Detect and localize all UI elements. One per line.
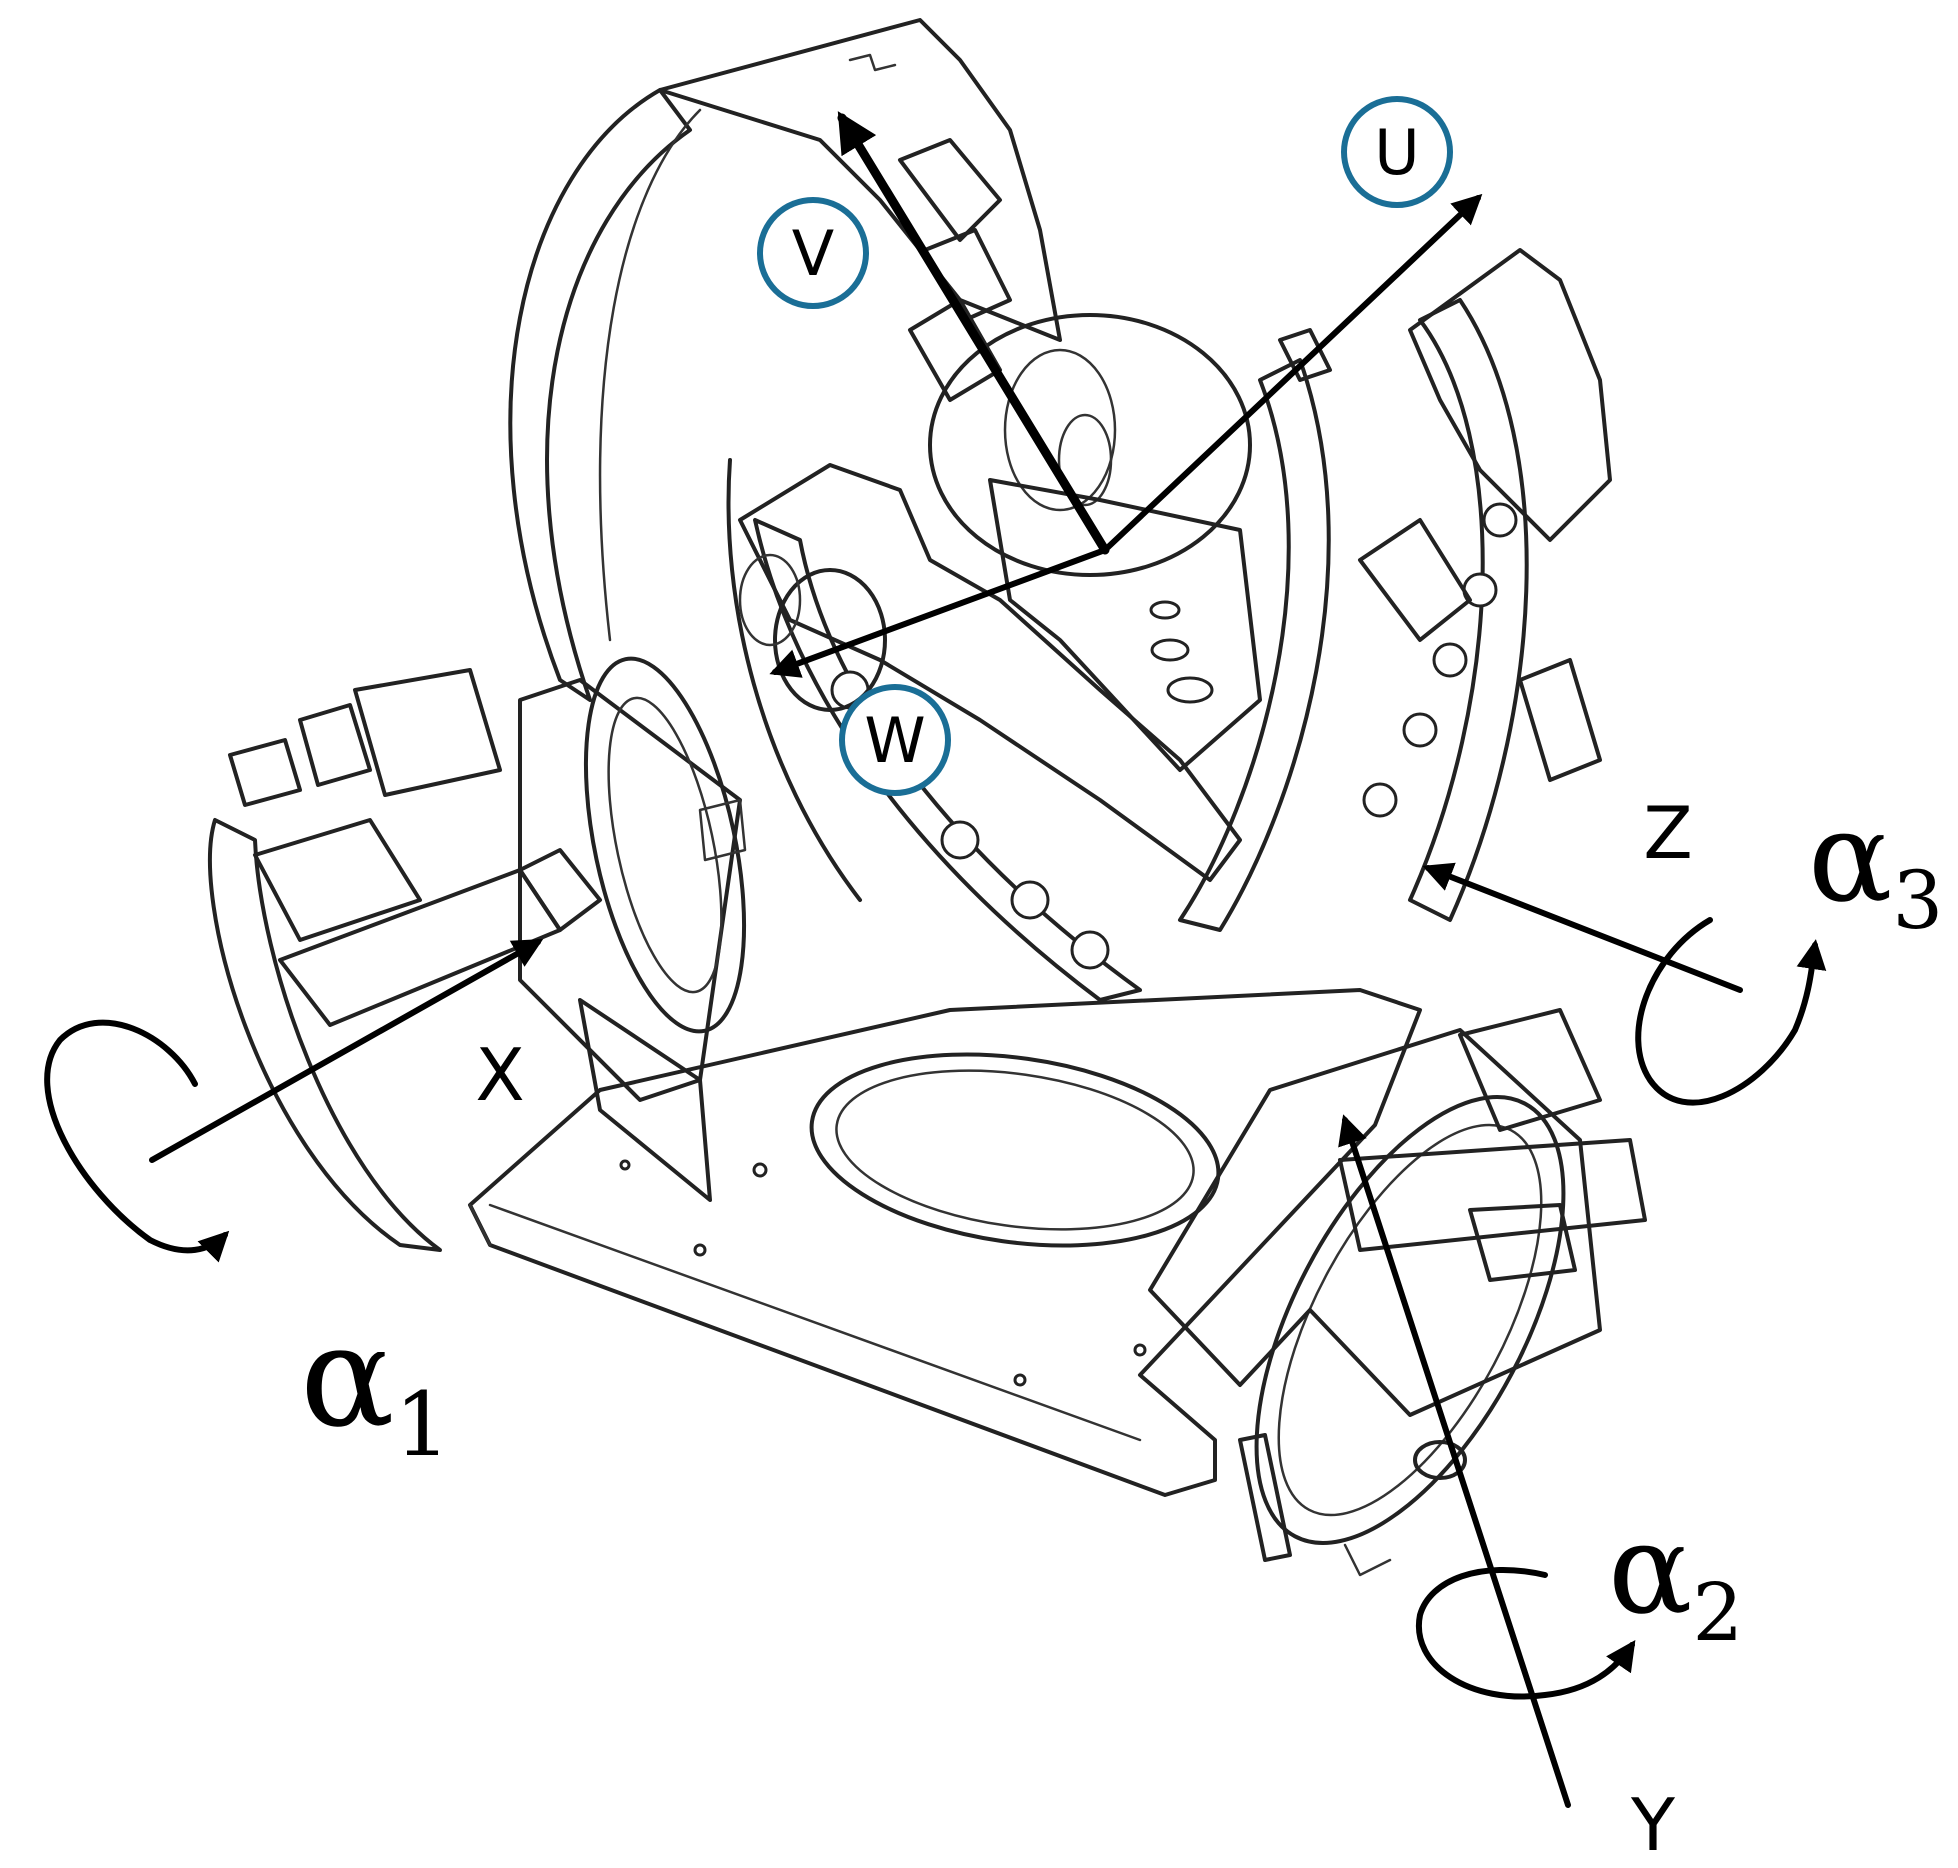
alpha1-symbol: α: [300, 1296, 395, 1459]
left-actuator: [208, 656, 747, 1252]
x-axis-arrow: [149, 939, 544, 1163]
alpha3-label: α3: [1808, 785, 1943, 947]
w-label-badge: W: [839, 684, 951, 796]
base-axes: [149, 862, 1743, 1808]
alpha1-rotation-arrow: [44, 1019, 230, 1263]
v-label-badge: V: [757, 197, 869, 309]
y-label: Y: [1630, 1783, 1676, 1867]
base-plate: [468, 988, 1422, 1497]
alpha2-label: α2: [1608, 1497, 1743, 1659]
left-arc-limb: [508, 18, 1062, 702]
v-label: V: [792, 217, 834, 290]
alpha2-symbol: α: [1608, 1497, 1692, 1642]
u-label: U: [1374, 116, 1419, 189]
mechanism-drawing: [208, 18, 1647, 1577]
right-arc-limb: [1178, 248, 1612, 932]
x-label: X: [475, 1033, 524, 1117]
w-label: W: [864, 704, 925, 777]
z-axis-arrow: [1422, 862, 1743, 993]
alpha3-subscript: 3: [1892, 854, 1943, 947]
alpha1-subscript: 1: [395, 1373, 451, 1476]
platform-axes: [769, 111, 1483, 678]
u-axis-arrow: [1102, 193, 1483, 553]
alpha3-rotation-arrow: [1635, 917, 1827, 1106]
central-platform: [928, 313, 1332, 772]
u-label-circle: [1341, 96, 1453, 208]
z-label: Z: [1643, 791, 1692, 875]
alpha2-rotation-arrow: [1415, 1566, 1636, 1700]
v-axis-arrow: [837, 111, 1110, 555]
y-axis-arrow: [1338, 1114, 1571, 1808]
u-label-badge: U: [1341, 96, 1453, 208]
alpha2-subscript: 2: [1692, 1566, 1743, 1659]
alpha3-symbol: α: [1808, 785, 1892, 930]
bottom-actuator: [1148, 1008, 1647, 1577]
alpha1-label: α1: [300, 1296, 451, 1476]
v-label-circle: [757, 197, 869, 309]
w-axis-arrow: [769, 547, 1108, 678]
w-label-circle: [839, 684, 951, 796]
